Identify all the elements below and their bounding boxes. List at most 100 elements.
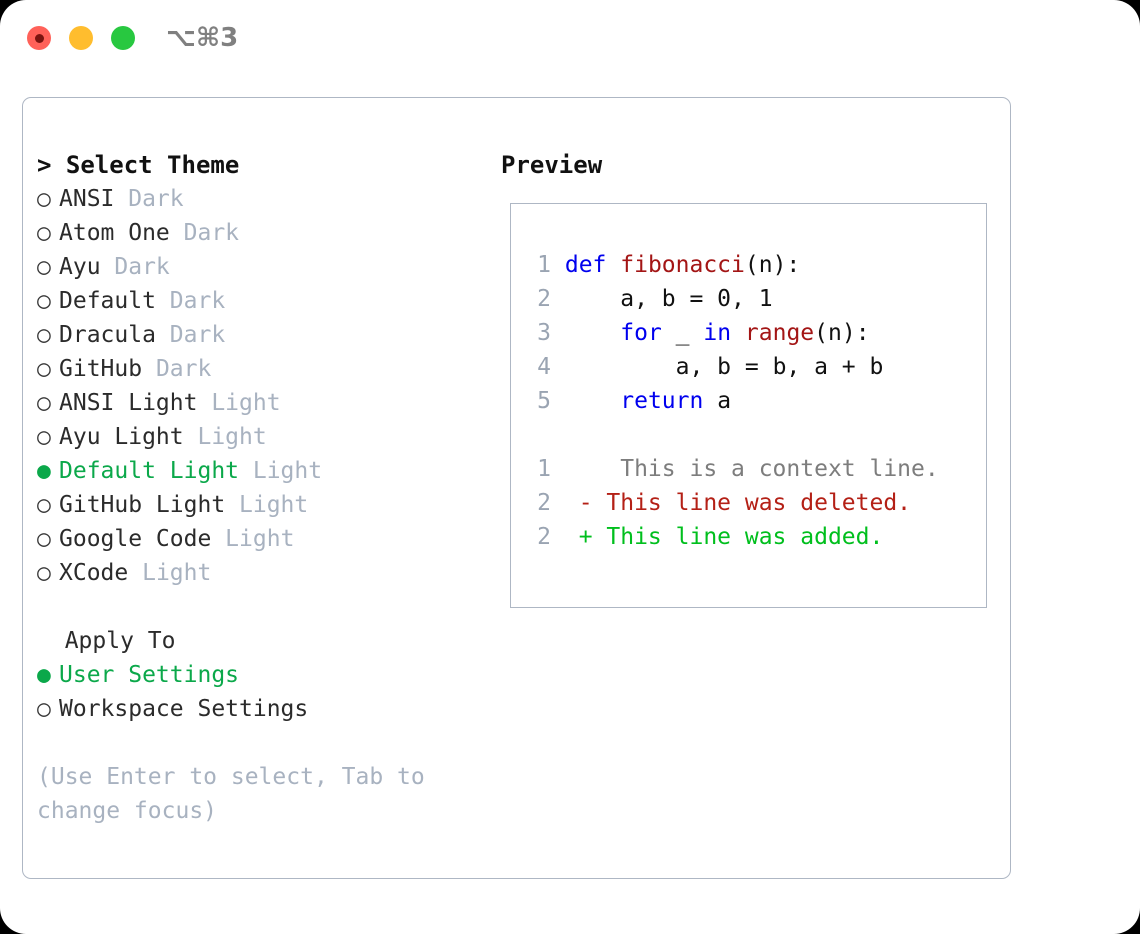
theme-option-google-code[interactable]: ○ Google Code Light bbox=[37, 522, 497, 556]
radio-unselected-icon: ○ bbox=[37, 186, 51, 212]
code-line-number: 5 bbox=[537, 388, 551, 414]
diff-marker bbox=[551, 456, 593, 482]
diff-marker: + bbox=[551, 524, 593, 550]
theme-option-name: Ayu bbox=[59, 254, 101, 280]
theme-option-name: ANSI Light bbox=[59, 390, 198, 416]
code-token: for bbox=[620, 320, 662, 346]
main-panel: > Select Theme ○ANSI Dark○Atom One Dark○… bbox=[22, 97, 1011, 879]
code-token bbox=[731, 320, 745, 346]
theme-option-name: Atom One bbox=[59, 220, 170, 246]
code-line-number: 3 bbox=[537, 320, 551, 346]
code-line-number: 1 bbox=[537, 456, 551, 482]
code-line-number: 2 bbox=[537, 490, 551, 516]
preview-title: Preview bbox=[501, 151, 603, 179]
radio-selected-icon: ● bbox=[37, 662, 51, 688]
keyboard-hint-text: (Use Enter to select, Tab to change focu… bbox=[37, 764, 439, 824]
code-gutter-space bbox=[551, 388, 565, 414]
theme-option-tag: Light bbox=[197, 390, 281, 416]
code-line-number: 2 bbox=[537, 286, 551, 312]
theme-option-tag: Dark bbox=[100, 254, 170, 280]
apply-to-option-workspace-settings[interactable]: ○ Workspace Settings bbox=[37, 692, 497, 726]
radio-unselected-icon: ○ bbox=[37, 560, 51, 586]
theme-option-tag: Dark bbox=[114, 186, 184, 212]
theme-option-atom-one[interactable]: ○ Atom One Dark bbox=[37, 216, 497, 250]
apply-to-header: Apply To bbox=[37, 628, 176, 654]
apply-to-option-name: User Settings bbox=[59, 662, 240, 688]
radio-unselected-icon: ○ bbox=[37, 322, 51, 348]
radio-unselected-icon: ○ bbox=[37, 390, 51, 416]
code-token: return bbox=[620, 388, 704, 414]
apply-to-option-list[interactable]: ● User Settings ○ Workspace Settings bbox=[37, 658, 497, 726]
theme-option-list[interactable]: ○ANSI Dark○Atom One Dark○Ayu Dark○Defaul… bbox=[37, 182, 497, 590]
code-token bbox=[565, 388, 620, 414]
theme-option-ayu-light[interactable]: ○ Ayu Light Light bbox=[37, 420, 497, 454]
radio-unselected-icon: ○ bbox=[37, 356, 51, 382]
keyboard-shortcut-label: ⌥⌘3 bbox=[166, 23, 239, 53]
code-line: 5 return a bbox=[525, 384, 939, 418]
diff-text: This line was deleted. bbox=[592, 490, 912, 516]
code-token: a, b = b, a + b bbox=[564, 354, 884, 380]
theme-option-name: Default Light bbox=[59, 458, 240, 484]
traffic-lights bbox=[27, 26, 135, 50]
code-token: range bbox=[744, 320, 815, 346]
code-token: (n): bbox=[744, 252, 801, 278]
theme-option-name: GitHub bbox=[59, 356, 143, 382]
theme-option-default-light[interactable]: ●Default Light Light bbox=[37, 454, 497, 488]
code-token: (n): bbox=[814, 320, 870, 346]
theme-option-tag: Light bbox=[211, 526, 295, 552]
theme-option-tag: Light bbox=[225, 492, 309, 518]
theme-option-default[interactable]: ○Default Dark bbox=[37, 284, 497, 318]
code-token bbox=[565, 320, 620, 346]
theme-option-tag: Dark bbox=[155, 322, 226, 348]
close-button[interactable] bbox=[27, 26, 51, 50]
radio-unselected-icon: ○ bbox=[37, 288, 51, 314]
code-token: fibonacci bbox=[620, 252, 745, 278]
diff-line: 2 - This line was deleted. bbox=[525, 486, 939, 520]
theme-option-ayu[interactable]: ○ Ayu Dark bbox=[37, 250, 497, 284]
preview-column: Preview 1 def fibonacci(n):2 a, b = 0, 1… bbox=[501, 148, 1001, 608]
code-gutter-space bbox=[551, 354, 565, 380]
theme-option-tag: Dark bbox=[142, 356, 212, 382]
minimize-button[interactable] bbox=[69, 26, 93, 50]
diff-text: This line was added. bbox=[592, 524, 884, 550]
theme-option-ansi[interactable]: ○ ANSI Dark bbox=[37, 182, 497, 216]
theme-picker-column: > Select Theme ○ANSI Dark○Atom One Dark○… bbox=[37, 148, 497, 828]
radio-unselected-icon: ○ bbox=[37, 220, 51, 246]
radio-unselected-icon: ○ bbox=[37, 526, 51, 552]
code-gutter-space bbox=[551, 286, 565, 312]
radio-unselected-icon: ○ bbox=[37, 254, 51, 280]
code-line: 1 def fibonacci(n): bbox=[525, 248, 939, 282]
theme-option-tag: Dark bbox=[155, 288, 226, 314]
code-line-number: 2 bbox=[537, 524, 551, 550]
theme-option-name: Google Code bbox=[59, 526, 212, 552]
code-line: 2 a, b = 0, 1 bbox=[525, 282, 939, 316]
theme-option-github-light[interactable]: ○ GitHub Light Light bbox=[37, 488, 497, 522]
theme-option-ansi-light[interactable]: ○ ANSI Light Light bbox=[37, 386, 497, 420]
theme-option-xcode[interactable]: ○XCode Light bbox=[37, 556, 497, 590]
theme-option-tag: Light bbox=[239, 458, 323, 484]
code-token: in bbox=[703, 320, 732, 346]
code-token: a bbox=[703, 388, 732, 414]
diff-marker: - bbox=[551, 490, 593, 516]
radio-unselected-icon: ○ bbox=[37, 424, 51, 450]
theme-option-dracula[interactable]: ○Dracula Dark bbox=[37, 318, 497, 352]
theme-option-name: Ayu Light bbox=[59, 424, 184, 450]
code-line-number: 1 bbox=[537, 252, 551, 278]
title-bar: ⌥⌘3 bbox=[0, 0, 1140, 78]
code-diff-separator bbox=[525, 418, 939, 452]
diff-line: 2 + This line was added. bbox=[525, 520, 939, 554]
maximize-button[interactable] bbox=[111, 26, 135, 50]
theme-option-name: GitHub Light bbox=[59, 492, 226, 518]
radio-unselected-icon: ○ bbox=[37, 696, 51, 722]
theme-option-name: ANSI bbox=[59, 186, 115, 212]
theme-option-tag: Light bbox=[128, 560, 212, 586]
radio-unselected-icon: ○ bbox=[37, 492, 51, 518]
theme-option-github[interactable]: ○ GitHub Dark bbox=[37, 352, 497, 386]
apply-to-option-name: Workspace Settings bbox=[59, 696, 309, 722]
apply-to-option-user-settings[interactable]: ● User Settings bbox=[37, 658, 497, 692]
theme-option-tag: Dark bbox=[169, 220, 240, 246]
code-line: 4 a, b = b, a + b bbox=[525, 350, 939, 384]
theme-option-tag: Light bbox=[183, 424, 267, 450]
